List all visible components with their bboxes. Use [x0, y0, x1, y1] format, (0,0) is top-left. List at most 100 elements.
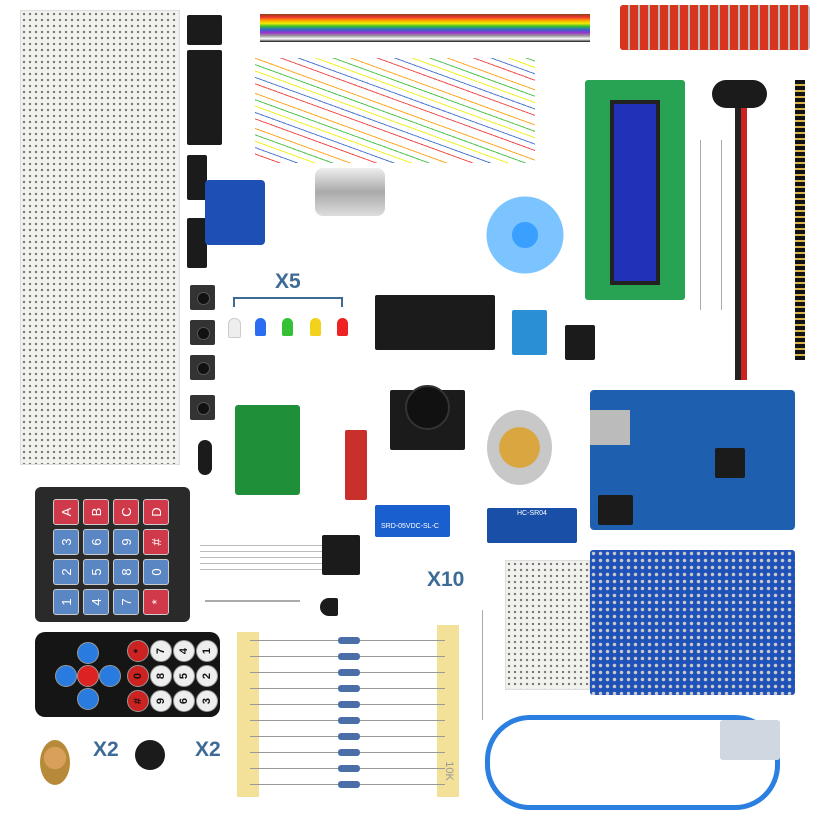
keypad-key: 3	[53, 529, 79, 555]
keypad-key: 5	[83, 559, 109, 585]
remote-key: 6	[173, 690, 195, 712]
resistor	[250, 765, 445, 772]
resistor	[250, 685, 445, 692]
dht11-sensor	[512, 310, 547, 355]
resistor-tape-right: 10K	[437, 625, 459, 797]
remote-key: 7	[150, 640, 172, 662]
keypad-key: B	[83, 499, 109, 525]
buzzer	[135, 740, 165, 770]
water-level-sensor	[620, 5, 810, 50]
usb-cable	[485, 715, 780, 810]
sound-sensor	[345, 430, 367, 500]
resistor	[250, 701, 445, 708]
resistors-quantity-label: X10	[427, 568, 465, 591]
tilt-sensor	[198, 440, 212, 475]
fan-propeller	[480, 190, 570, 280]
keypad-key: D	[143, 499, 169, 525]
resistor	[250, 749, 445, 756]
diodes	[700, 140, 722, 310]
lcd-screen	[610, 100, 660, 285]
dupont-ribbon-cable	[260, 14, 590, 42]
power-supply-module	[375, 295, 495, 350]
remote-arrow-button	[77, 642, 99, 664]
keypad-key: 2	[53, 559, 79, 585]
keypad-key: 9	[113, 529, 139, 555]
pin-header	[795, 80, 805, 360]
battery-clip-cable	[735, 80, 747, 380]
relay-module: SRD-05VDC-SL-C	[375, 505, 450, 537]
resistor	[250, 781, 445, 788]
large-breadboard	[20, 10, 180, 465]
remote-key: 2	[196, 665, 218, 687]
push-button	[190, 285, 215, 310]
led-red	[337, 318, 348, 336]
resistor	[250, 653, 445, 660]
single-7-segment-display	[187, 15, 222, 45]
prototype-shield	[590, 550, 795, 695]
stepper-driver-board	[235, 405, 300, 495]
dc-jack	[598, 495, 633, 525]
resistor	[250, 669, 445, 676]
usb-port	[590, 410, 630, 445]
resistor	[250, 637, 445, 644]
dc-motor	[315, 168, 385, 216]
keypad-key: #	[143, 529, 169, 555]
female-header	[322, 535, 360, 575]
remote-key: 3	[196, 690, 218, 712]
keypad-key: 6	[83, 529, 109, 555]
remote-ok-button	[77, 665, 99, 687]
mini-breadboard	[505, 560, 590, 690]
leds-quantity-label: X5	[275, 270, 301, 293]
ic-chip-2	[187, 218, 207, 268]
joystick-knob	[405, 385, 450, 430]
push-button	[190, 320, 215, 345]
keypad-key: 8	[113, 559, 139, 585]
led-green	[282, 318, 293, 336]
remote-arrow-button	[55, 665, 77, 687]
remote-key: 5	[173, 665, 195, 687]
potentiometer-quantity-label: X2	[93, 738, 119, 761]
led-blue	[255, 318, 266, 336]
keypad-key: C	[113, 499, 139, 525]
resistor-tape-left	[237, 632, 259, 797]
transistor	[320, 598, 338, 616]
four-digit-7-segment-display	[187, 50, 222, 145]
relay-text: SRD-05VDC-SL-C	[381, 523, 439, 530]
potentiometer	[40, 740, 70, 785]
bracket	[233, 297, 343, 307]
push-button	[190, 395, 215, 420]
usb-plug	[720, 720, 780, 760]
remote-key: 0	[127, 665, 149, 687]
led-yellow	[310, 318, 321, 336]
jumper-wires	[255, 58, 535, 163]
remote-key: 8	[150, 665, 172, 687]
ultrasonic-text: HC-SR04	[517, 510, 547, 517]
ultrasonic-sensor: HC-SR04	[487, 508, 577, 543]
remote-key: #	[127, 690, 149, 712]
buzzer-quantity-label: X2	[195, 738, 221, 761]
remote-key: 4	[173, 640, 195, 662]
ic-chip-1	[187, 155, 207, 200]
ir-receiver-module	[565, 325, 595, 360]
remote-key: 1	[196, 640, 218, 662]
thermistor	[482, 610, 488, 720]
remote-key: 9	[150, 690, 172, 712]
female-header-cable	[200, 540, 325, 570]
photoresistor	[205, 600, 300, 602]
remote-arrow-button	[99, 665, 121, 687]
keypad-key: 0	[143, 559, 169, 585]
remote-key: *	[127, 640, 149, 662]
keypad-key: A	[53, 499, 79, 525]
resistor-value-text: 10K	[442, 761, 455, 781]
resistor	[250, 717, 445, 724]
led-white	[228, 318, 241, 338]
servo-motor	[205, 180, 265, 245]
keypad-key: 1	[53, 589, 79, 615]
keypad-key: 7	[113, 589, 139, 615]
keypad-key: 4	[83, 589, 109, 615]
resistor	[250, 733, 445, 740]
atmega-chip	[715, 448, 745, 478]
push-button	[190, 355, 215, 380]
